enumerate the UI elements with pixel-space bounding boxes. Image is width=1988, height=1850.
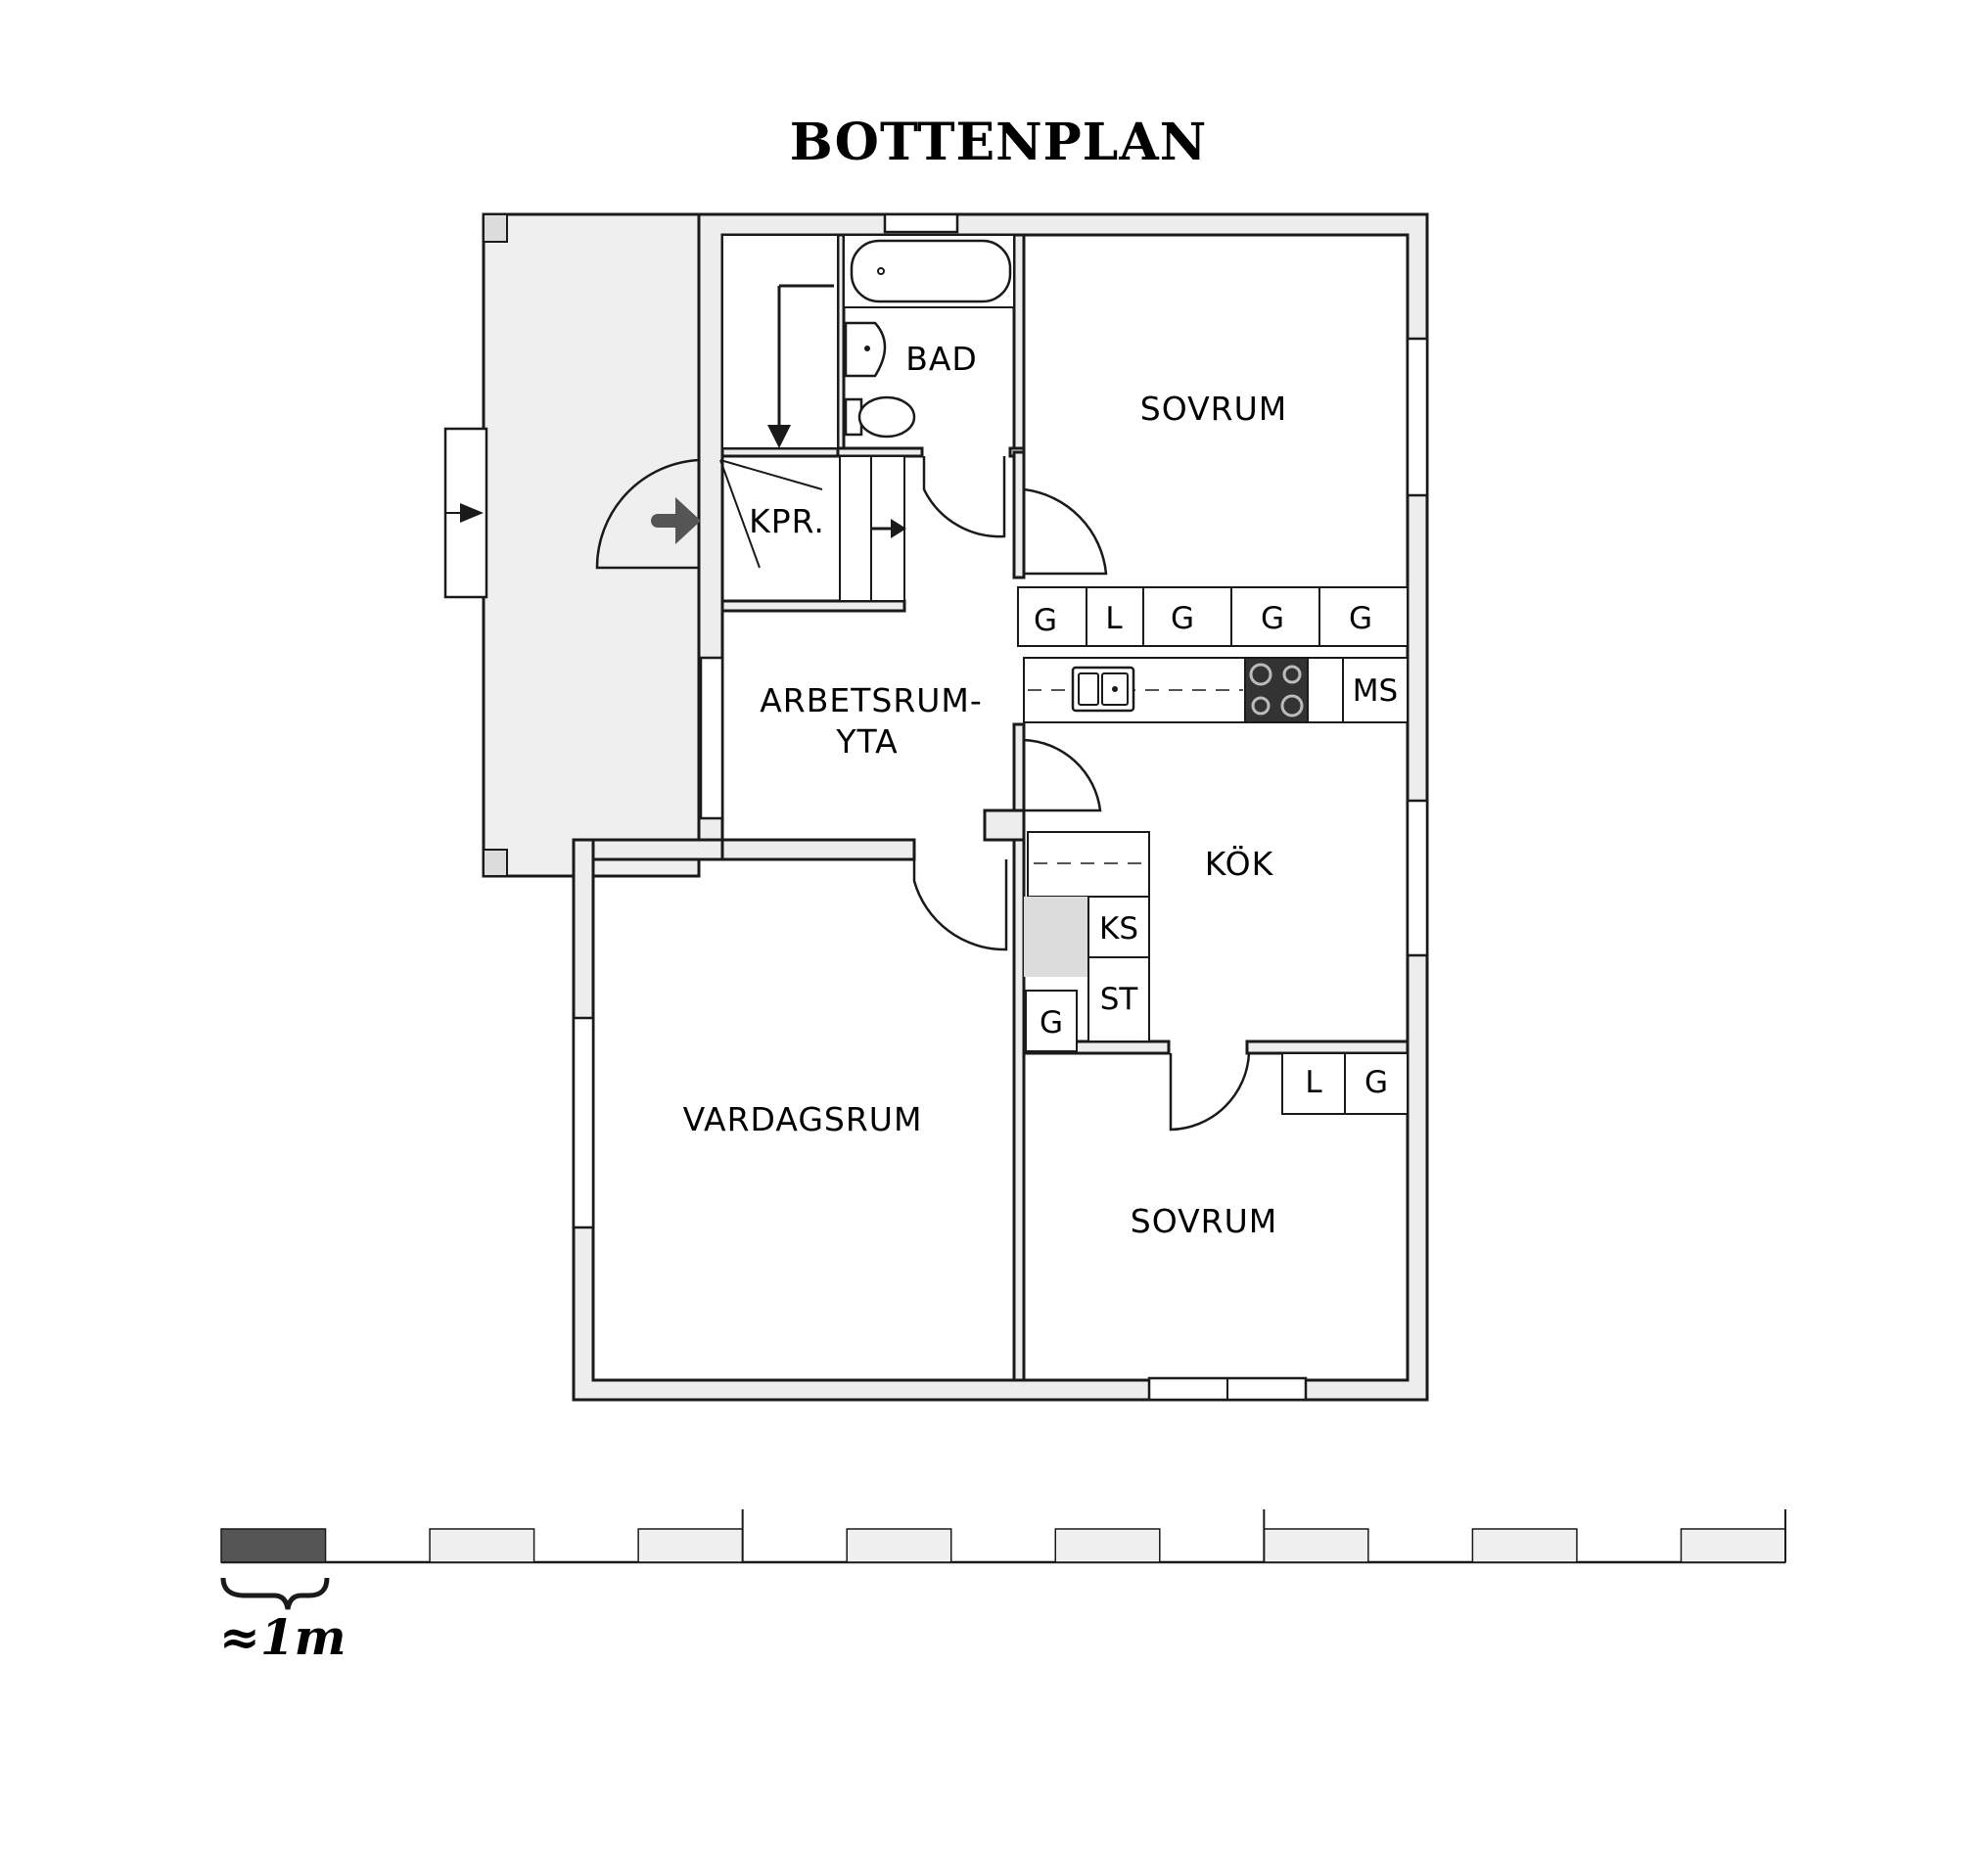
room-label-vardagsrum: VARDAGSRUM <box>683 1100 923 1138</box>
scale-segment <box>1263 1528 1369 1563</box>
entrance-door <box>595 456 701 570</box>
room-label-sovrum-top: SOVRUM <box>1140 390 1287 428</box>
window <box>883 212 959 234</box>
room-label-bad: BAD <box>905 340 978 378</box>
bottom-closets: L G <box>1281 1052 1409 1115</box>
room-label-kpr: KPR. <box>749 502 825 540</box>
fixture-g: G <box>1364 1065 1388 1100</box>
bathroom: BAD <box>843 212 1015 538</box>
kitchen-closet-row: G L G G G <box>1017 586 1409 647</box>
fixture-g: G <box>1349 601 1372 636</box>
room-label-arbetsrum-2: YTA <box>835 722 898 761</box>
toilet-icon <box>844 395 916 439</box>
kitchen: KÖK KS ST G <box>1023 738 1429 1132</box>
scale-label: ≈1m <box>219 1608 347 1666</box>
sovrum-bottom: SOVRUM <box>1131 1202 1308 1402</box>
stove-icon <box>1244 657 1309 723</box>
kpr-area: KPR. <box>595 455 906 602</box>
room-label-kok: KÖK <box>1205 844 1274 883</box>
room-label-sovrum-bottom: SOVRUM <box>1131 1202 1277 1240</box>
fixture-l: L <box>1305 1065 1322 1100</box>
door-bad <box>922 456 1006 538</box>
sovrum-top: SOVRUM <box>1023 337 1429 576</box>
scale-segment <box>1680 1528 1786 1563</box>
scale-segment <box>1054 1528 1161 1563</box>
window <box>572 1016 595 1229</box>
door-vardagsrum <box>912 859 1008 951</box>
fixture-st: ST <box>1100 982 1139 1017</box>
kitchen-counter: MS <box>1023 657 1409 723</box>
door-kok <box>1023 738 1102 812</box>
fixture-ms: MS <box>1353 673 1398 709</box>
scale-bar <box>220 1509 1786 1564</box>
fixture-g: G <box>1261 601 1284 636</box>
closet <box>721 234 839 449</box>
plan-title: BOTTENPLAN <box>790 113 1207 172</box>
arbetsrum: ARBETSRUM- YTA <box>699 656 1008 951</box>
scale-segment <box>1471 1528 1578 1563</box>
door-sovrum-bottom <box>1169 1052 1251 1132</box>
vardagsrum: VARDAGSRUM <box>572 1016 923 1229</box>
door-sovrum-top <box>1023 487 1108 576</box>
scale-segment <box>637 1528 744 1563</box>
window <box>1406 337 1429 497</box>
entrance-arrow-icon <box>651 497 701 544</box>
fixture-l: L <box>1105 601 1123 636</box>
scale-segment <box>220 1528 327 1563</box>
scale-segment <box>846 1528 952 1563</box>
window <box>1406 799 1429 957</box>
bathtub-icon <box>850 239 1012 303</box>
fixture-g: G <box>1171 601 1194 636</box>
interior-walls <box>591 233 1410 1382</box>
room-label-arbetsrum-1: ARBETSRUM- <box>760 681 983 719</box>
window <box>699 656 724 820</box>
fixture-g: G <box>1034 603 1057 638</box>
fixture-g: G <box>1040 1005 1063 1041</box>
porch <box>443 212 701 878</box>
fixture-ks: KS <box>1099 911 1138 947</box>
kitchen-sink-icon <box>1071 666 1135 713</box>
scale-segment <box>429 1528 535 1563</box>
scale-brace <box>220 1577 330 1610</box>
